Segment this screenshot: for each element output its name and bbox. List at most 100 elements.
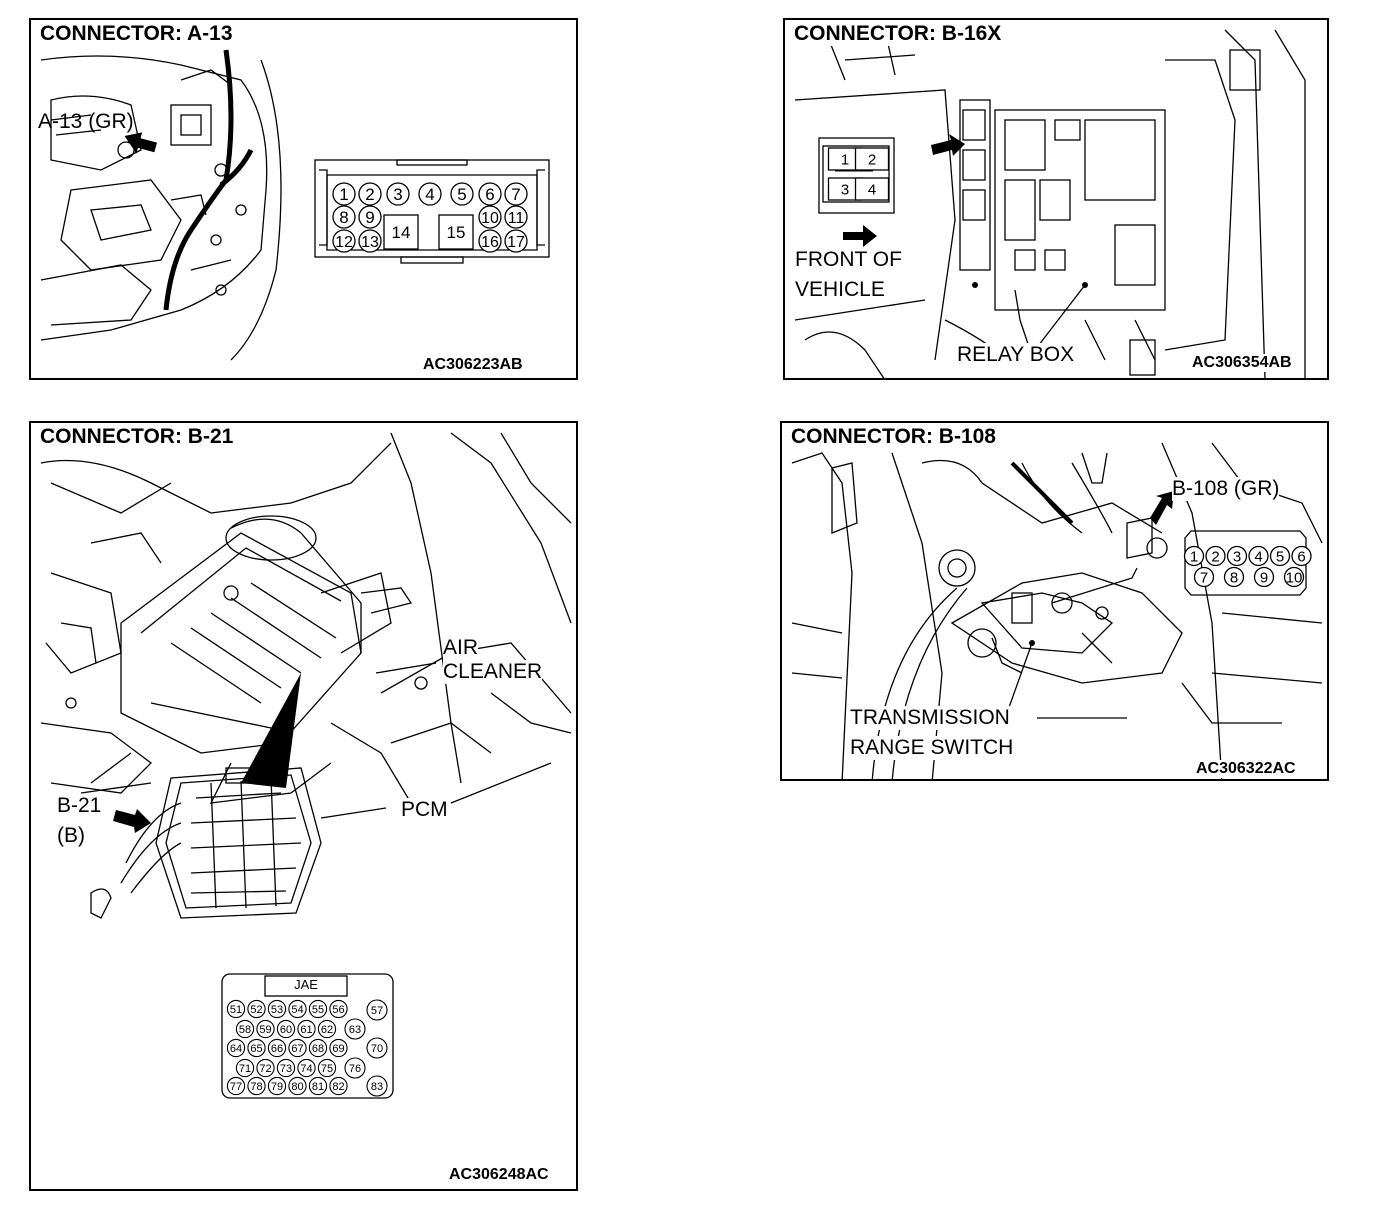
b21-pin-55	[308, 999, 328, 1019]
b21-pin-label: 62	[321, 1024, 333, 1036]
b108-pin-8	[1223, 566, 1245, 588]
a13-pin-label: 10	[481, 210, 499, 227]
b21-pin-79	[267, 1076, 287, 1096]
b21-pin-70	[366, 1037, 388, 1059]
panel-title: CONNECTOR: B-16X	[791, 22, 1005, 46]
a13-pin-15	[438, 214, 474, 250]
a13-pin-label: 15	[447, 223, 466, 242]
b108-pin-label: 9	[1260, 569, 1268, 586]
transmission-range-switch-label-line2: RANGE SWITCH	[850, 736, 1014, 761]
b108-pin-label: 7	[1200, 569, 1208, 586]
a13-pin-label: 9	[365, 208, 374, 227]
b21-pin-label: 70	[371, 1043, 383, 1055]
b21-pin-label: 65	[250, 1043, 262, 1055]
b108-pin-6	[1291, 545, 1312, 567]
b21-pin-label: 72	[259, 1063, 271, 1075]
a13-pin-7	[504, 182, 528, 206]
b108-pin-5	[1269, 545, 1291, 567]
b21-pin-67	[288, 1038, 307, 1058]
a13-pin-label: 11	[508, 210, 525, 227]
transmission-range-switch-label-line1: TRANSMISSION	[850, 706, 1010, 731]
b21-pin-label: 67	[291, 1043, 303, 1055]
b16x-pin-label: 2	[868, 151, 876, 168]
a13-pin-10	[478, 205, 502, 229]
b21-pin-label: 66	[271, 1043, 283, 1055]
b21-pin-label: 75	[321, 1063, 333, 1075]
air-cleaner-label-line2: CLEANER	[443, 660, 543, 685]
b108-pin-label: 4	[1254, 548, 1262, 565]
relay-box-label: RELAY BOX	[957, 343, 1075, 368]
b108-pin-3	[1226, 545, 1248, 567]
a13-pin-label: 16	[481, 234, 499, 251]
b21-pin-83	[366, 1075, 388, 1097]
front-of-vehicle-label-line2: VEHICLE	[795, 278, 885, 303]
b21-pin-78	[247, 1076, 266, 1096]
b108-pin-label: 6	[1297, 548, 1305, 565]
figure-code: AC306223AB	[421, 356, 525, 374]
callout-b21-line1: B-21	[57, 794, 102, 819]
b21-pin-57	[366, 999, 388, 1021]
b21-pin-label: 56	[332, 1004, 344, 1016]
b21-pin-label: 51	[230, 1004, 242, 1016]
figure-code: AC306322AC	[1194, 760, 1298, 778]
b21-pin-label: 60	[280, 1024, 292, 1036]
a13-pin-2	[358, 182, 382, 206]
b21-pin-label: 58	[239, 1024, 251, 1036]
b21-pin-label: 76	[349, 1063, 361, 1075]
a13-pin-3	[386, 182, 410, 206]
b21-pin-label: 59	[259, 1024, 271, 1036]
b21-pin-label: 61	[300, 1024, 312, 1036]
b108-pin-10	[1283, 566, 1305, 588]
b16x-pin-label: 1	[841, 151, 849, 168]
a13-pin-label: 1	[339, 185, 348, 204]
panel-title: CONNECTOR: A-13	[37, 22, 236, 46]
b108-pin-2	[1205, 545, 1226, 567]
a13-pin-label: 12	[335, 234, 353, 251]
b108-pin-label: 8	[1230, 569, 1238, 586]
b16x-pin-4	[854, 177, 890, 201]
b21-pin-76	[344, 1057, 366, 1079]
a13-pin-label: 8	[339, 208, 348, 227]
b21-pin-label: 71	[239, 1063, 251, 1075]
b21-pin-label: 73	[280, 1063, 292, 1075]
b21-pin-label: 81	[312, 1081, 324, 1093]
b21-pin-label: 52	[250, 1004, 262, 1016]
a13-pin-label: 5	[457, 185, 466, 204]
b21-pin-72	[256, 1058, 275, 1078]
b108-pin-label: 2	[1211, 548, 1219, 565]
a13-pin-14	[383, 214, 419, 250]
b21-pin-53	[267, 999, 287, 1019]
a13-pin-1	[332, 182, 356, 206]
b108-pin-label: 10	[1286, 569, 1303, 586]
b16x-pin-2	[854, 147, 890, 171]
b21-pin-label: 69	[332, 1043, 344, 1055]
b21-pin-80	[288, 1076, 307, 1096]
callout-a13-gr: A-13 (GR)	[38, 110, 134, 133]
b21-pin-56	[329, 999, 348, 1019]
b21-pin-82	[329, 1076, 348, 1096]
b21-pin-75	[317, 1058, 337, 1078]
a13-pin-label: 3	[393, 185, 402, 204]
b108-pin-label: 5	[1276, 548, 1284, 565]
a13-pin-9	[358, 205, 382, 229]
b21-pin-label: 78	[250, 1081, 262, 1093]
b21-pin-61	[297, 1019, 316, 1039]
a13-pin-4	[418, 182, 442, 206]
b21-pin-label: 77	[230, 1081, 242, 1093]
b21-pin-62	[317, 1019, 337, 1039]
callout-b21-line2: (B)	[57, 824, 85, 849]
a13-pin-13	[358, 229, 382, 253]
b21-pin-label: 83	[371, 1081, 383, 1093]
front-of-vehicle-label-line1: FRONT OF	[795, 248, 902, 273]
air-cleaner-label-line1: AIR	[443, 636, 479, 661]
b21-pin-label: 64	[230, 1043, 242, 1055]
b108-pin-9	[1253, 566, 1275, 588]
callout-b108-gr: B-108 (GR)	[1172, 477, 1280, 502]
